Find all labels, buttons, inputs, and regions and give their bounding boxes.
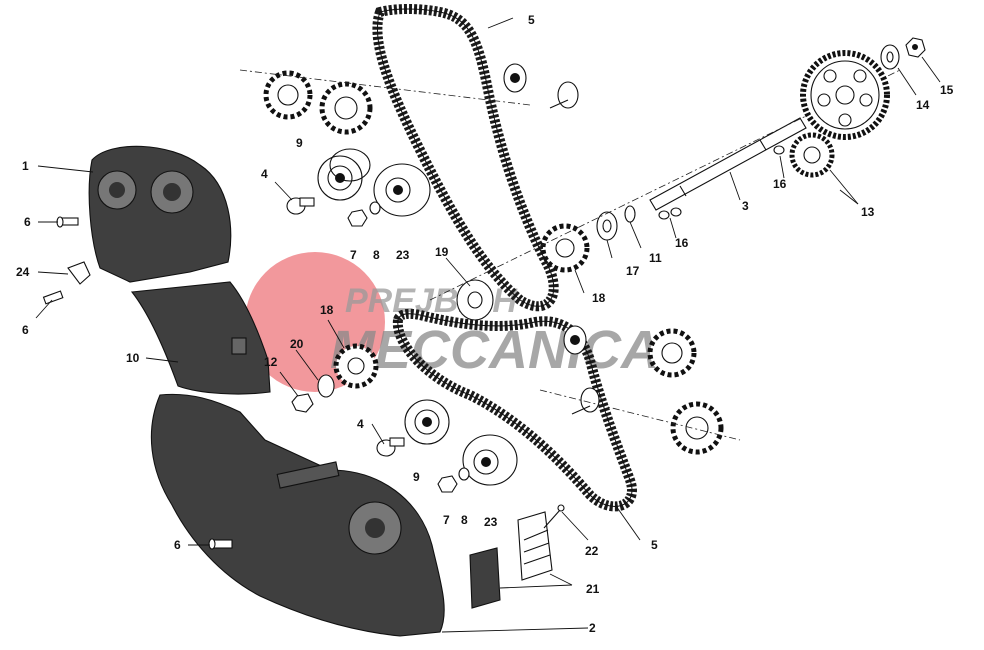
lower-camshaft-pulley-pair [539,328,741,455]
callout-8-upper: 8 [373,248,380,262]
callout-6-top: 6 [24,215,31,229]
callout-4-lower: 4 [357,417,364,431]
callout-19: 19 [435,245,449,259]
bolt-4-upper [286,197,315,215]
lower-idler-pins [563,325,600,415]
washer-8-upper [369,201,381,215]
callout-14: 14 [916,98,930,112]
washer-14 [880,44,900,70]
upper-tensioner-bearings [317,148,431,217]
callout-9-upper: 9 [296,136,303,150]
callout-7-upper: 7 [350,248,357,262]
bracket-24 [67,261,91,285]
callout-5-lower: 5 [651,538,658,552]
crankshaft-pulley-upper [540,223,590,273]
gear-pair-13 [789,50,890,178]
callout-15: 15 [940,83,954,97]
callout-5-upper: 5 [528,13,535,27]
screw-6-top [56,216,79,228]
callout-21: 21 [586,582,600,596]
callout-6-bottom: 6 [174,538,181,552]
callout-24: 24 [16,265,30,279]
callout-18-upper: 18 [592,291,606,305]
lower-belt-cover [150,393,445,637]
nut-7-lower [437,475,458,493]
callout-13: 13 [861,205,875,219]
screw-22 [543,504,565,529]
nut-15 [905,37,926,58]
callout-16-lower: 16 [675,236,689,250]
upper-belt-cover [88,145,232,283]
circlip-11 [624,205,636,223]
callout-6-middle: 6 [22,323,29,337]
callout-23-upper: 23 [396,248,410,262]
callout-7-lower: 7 [443,513,450,527]
washer-20 [317,374,335,398]
bolt-4-lower [376,437,405,457]
callout-3: 3 [742,199,749,213]
upper-idler-pin [503,63,579,109]
callout-8-lower: 8 [461,513,468,527]
watermark-logo: PREJBICH MECCANICA [245,252,660,392]
screw-6-middle [42,290,64,305]
callout-9-lower: 9 [413,470,420,484]
leader-lines [35,17,941,633]
crankshaft-pulley-lower [333,343,379,389]
callout-12: 12 [264,355,278,369]
nut-7-upper [347,209,368,227]
nut-12 [291,393,314,413]
lower-timing-belt [392,308,637,512]
callout-1: 1 [22,159,29,173]
callout-16-upper: 16 [773,177,787,191]
callout-2: 2 [589,621,596,635]
callout-11: 11 [649,251,662,265]
callout-labels: 1 6 24 6 10 6 9 4 7 8 23 5 19 18 17 11 1… [16,13,954,635]
washer-8-lower [458,467,470,481]
washer-19 [456,279,494,321]
callout-17: 17 [626,264,640,278]
callout-10: 10 [126,351,140,365]
washer-17 [596,211,618,241]
upper-timing-belt [372,4,559,312]
guide-plates-21 [469,511,553,609]
woodruff-keys [658,145,785,220]
callout-18-lower: 18 [320,303,334,317]
screw-6-bottom [208,538,233,550]
lower-tensioner-bearings [404,399,518,486]
callout-4-upper: 4 [261,167,268,181]
callout-20: 20 [290,337,304,351]
middle-belt-cover [130,281,271,395]
upper-camshaft-pulley-pair [239,69,531,135]
callout-23-lower: 23 [484,515,498,529]
callout-22: 22 [585,544,599,558]
